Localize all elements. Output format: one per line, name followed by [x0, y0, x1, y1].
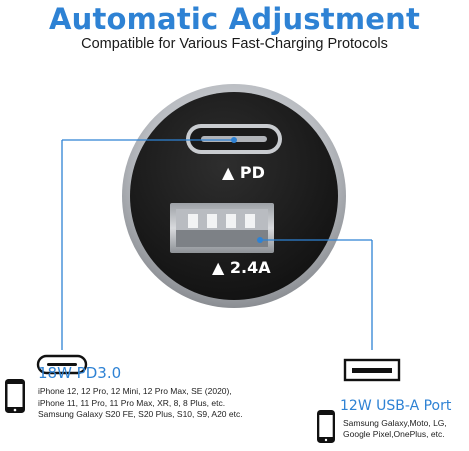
usb-a-connector-line: [260, 239, 373, 350]
usb-a-port-icon: [170, 203, 274, 253]
usb-c-connector-line: [61, 139, 234, 350]
pd-port-label: ▲ PD: [222, 163, 265, 182]
usb-c-small-icon: [36, 354, 88, 375]
model-line: Samsung Galaxy,Moto, LG,: [343, 418, 447, 428]
pd-compatible-models: iPhone 12, 12 Pro, 12 Mini, 12 Pro Max, …: [38, 386, 298, 421]
pd-port-title: 18W PD3.0: [38, 364, 122, 382]
usba-port-title: 12W USB-A Port: [340, 398, 452, 414]
model-line: iPhone 11, 11 Pro, 11 Pro Max, XR, 8, 8 …: [38, 397, 226, 408]
model-line: Samsung Galaxy S20 FE, S20 Plus, S10, S9…: [38, 409, 243, 419]
usb-c-connector-dot: [231, 137, 237, 143]
usb-a-connector-dot: [257, 237, 263, 243]
usb-a-small-icon: [343, 358, 401, 382]
usba-port-label: ▲ 2.4A: [212, 258, 271, 277]
model-line: Google Pixel,OnePlus, etc.: [343, 428, 445, 439]
usba-compatible-models: Samsung Galaxy,Moto, LG, Google Pixel,On…: [343, 418, 468, 439]
model-line: iPhone 12, 12 Pro, 12 Mini, 12 Pro Max, …: [38, 386, 232, 396]
subheadline: Compatible for Various Fast-Charging Pro…: [81, 36, 388, 52]
smartphone-icon: [5, 379, 25, 413]
smartphone-icon-right: [317, 410, 335, 443]
headline: Automatic Adjustment: [48, 2, 421, 36]
